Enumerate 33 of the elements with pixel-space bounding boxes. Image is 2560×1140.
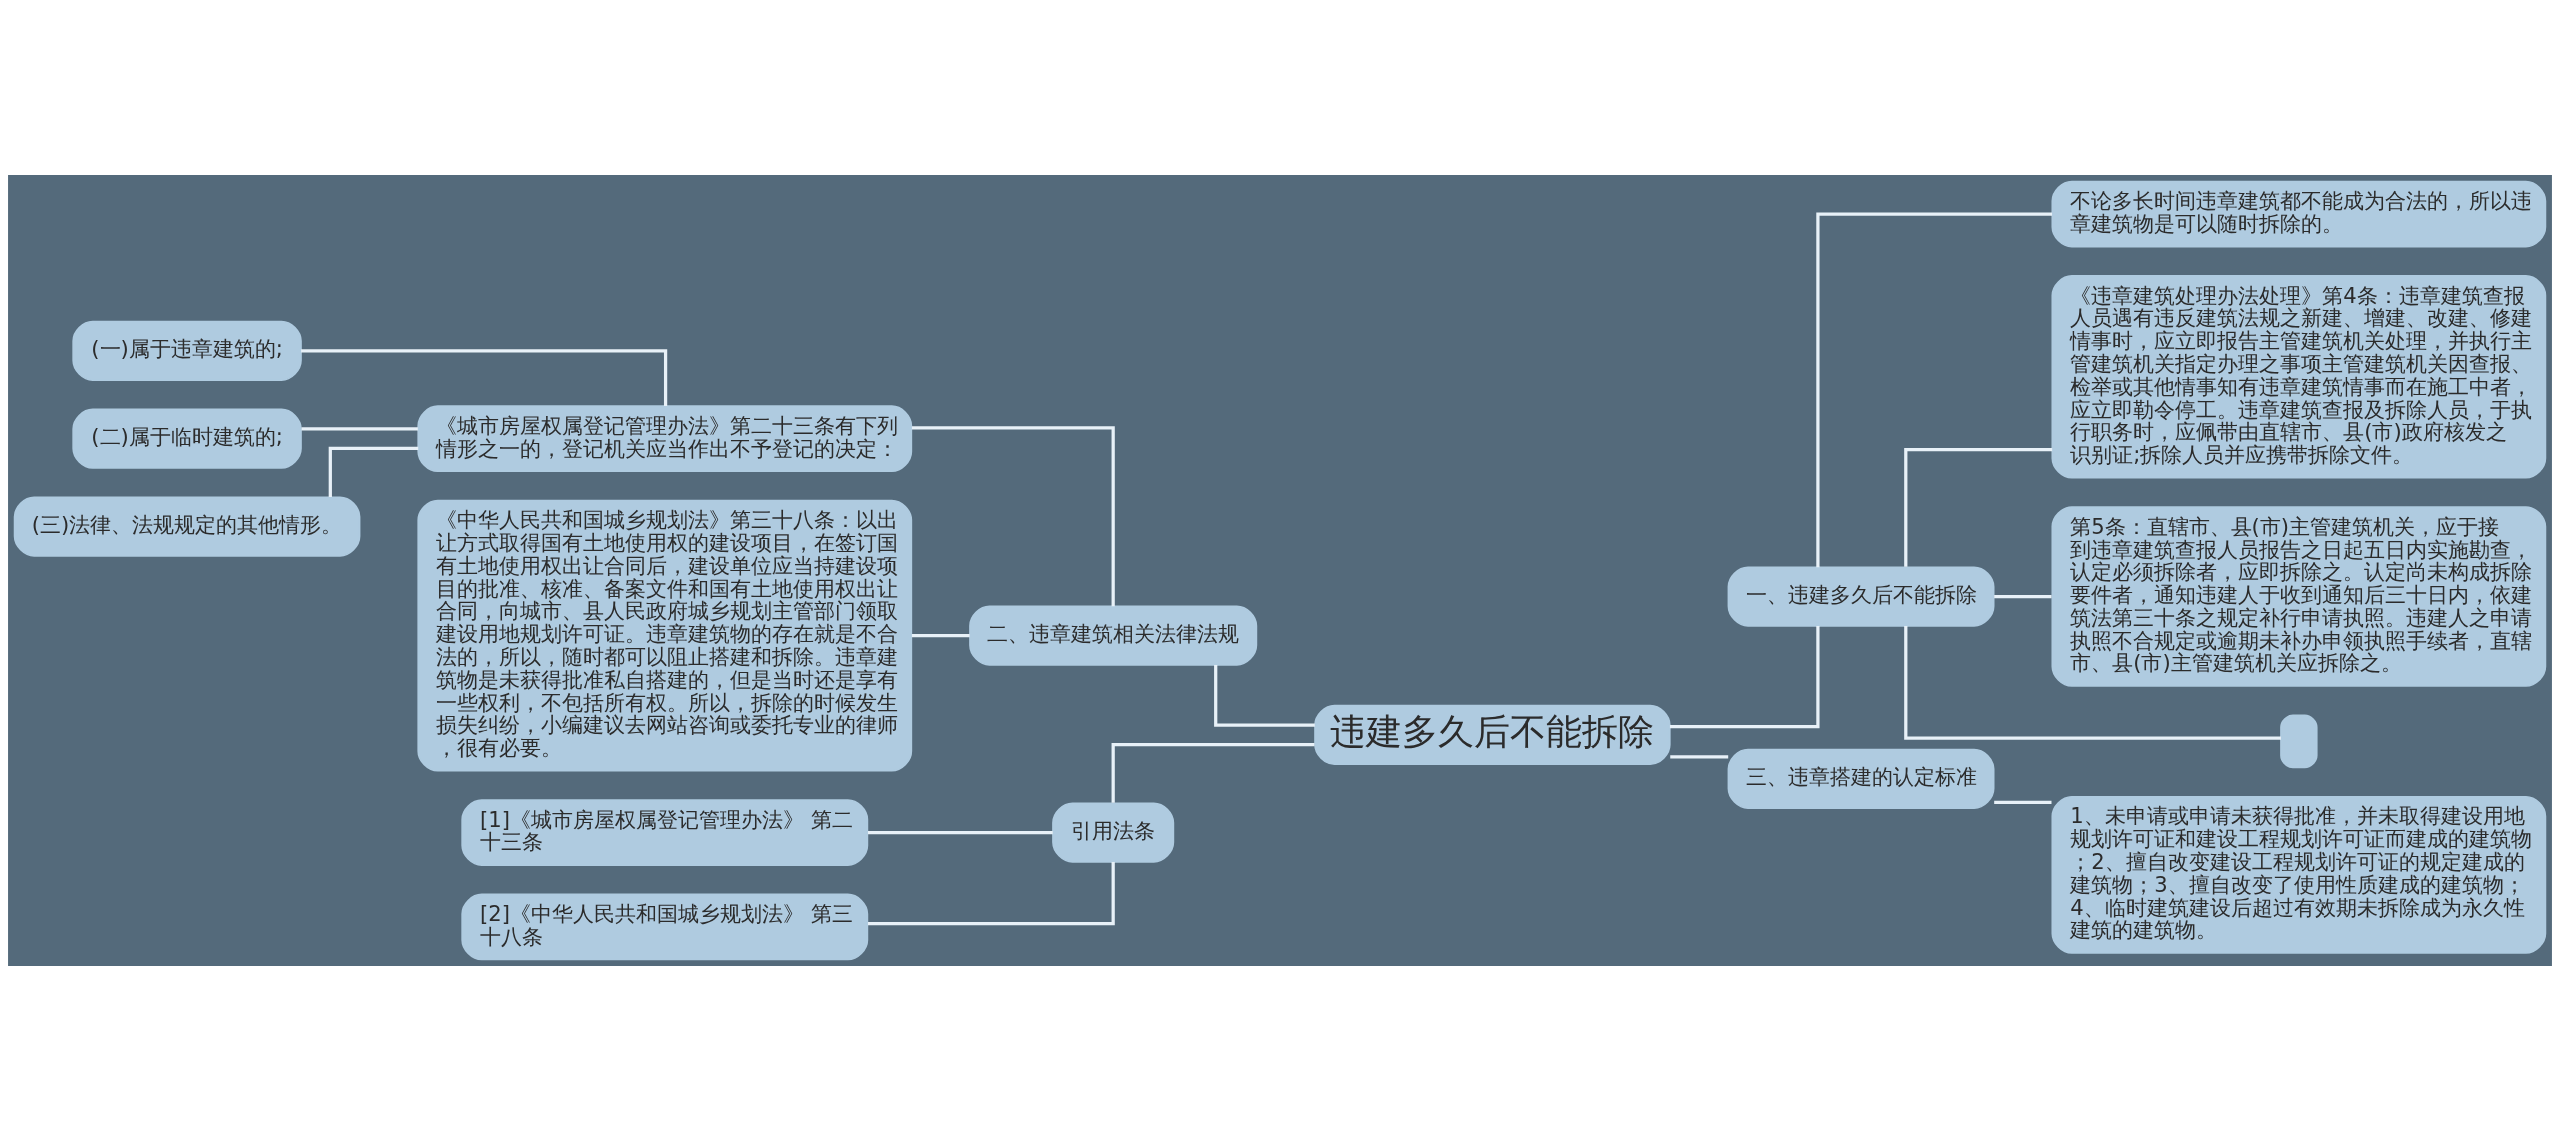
node-box: 二、违章建筑相关法律法规 [969, 605, 1258, 666]
connector [868, 861, 1115, 925]
connector [1669, 625, 1820, 728]
node-box: (一)属于违章建筑的; [72, 320, 302, 381]
node-box: 引用法条 [1052, 801, 1175, 863]
connector [301, 348, 668, 406]
connector [1111, 742, 1315, 803]
connector [911, 633, 970, 637]
connector [911, 425, 1115, 606]
node-box: 《城市房屋权属登记管理办法》第二十三条有下列情形之一的，登记机关应当作出不予登记的决定： [417, 404, 913, 472]
node-box [2280, 714, 2318, 768]
node-box: 不论多长时间违章建筑都不能成为合法的，所以违章建筑物是可以随时拆除的。 [2051, 180, 2547, 247]
node-box: 三、违章搭建的认定标准 [1727, 748, 1995, 809]
node-box: (三)法律、法规规定的其他情形。 [13, 495, 361, 557]
node-box: 一、违建多久后不能拆除 [1727, 565, 1995, 627]
node-box: 1、未申请或申请未获得批准，并未取得建设用地规划许可证和建设工程规划许可证而建成的建筑物；2、擅自改变建设工程规划许可证的规定建成的建筑物；3、擅自改变了使用性质建成的建筑物；4、临时建筑建设后超过有效期未拆除成为永久性建筑的建筑物。 [2051, 795, 2547, 954]
connector [1670, 754, 1729, 758]
connector [301, 426, 418, 431]
connector [328, 446, 419, 497]
connector [1904, 447, 2053, 567]
node-box: [1]《城市房屋权属登记管理办法》 第二十三条 [461, 798, 869, 866]
node-box: 《中华人民共和国城乡规划法》第三十八条：以出让方式取得国有土地使用权的建设项目，在签订国有土地使用权出让合同后，建设单位应当持建设项目的批准、核准、备案文件和国有土地使用权出让合同，向城市、县人民政府城乡规划主管部门领取建设用地规划许可证。违章建筑物的存在就是不合法的，所以，随时都可以阻止搭建和拆除。违章建筑物是未获得批准私自搭建的，但是当时还是享有一些权利，不包括所有权。所以，拆除的时候发生损失纠纷，小编建议去网站咨询或委托专业的律师，很有必要。 [417, 499, 913, 771]
connector [868, 830, 1053, 834]
connector [1904, 625, 2281, 740]
connector [1994, 800, 2052, 804]
connector [1994, 594, 2052, 598]
node-box: 违建多久后不能拆除 [1314, 704, 1671, 765]
connector [1816, 211, 2053, 567]
connector [1214, 664, 1315, 727]
node-box: 第5条：直辖市、县(市)主管建筑机关，应于接到违章建筑查报人员报告之日起五日内实施勘查，认定必须拆除者，应即拆除之。认定尚未构成拆除要件者，通知违建人于收到通知后三十日内，依建筑法第三十条之规定补行申请执照。违建人之申请执照不合规定或逾期未补办申领执照手续者，直辖市、县(市)主管建筑机关应拆除之。 [2051, 505, 2547, 687]
node-box: (二)属于临时建筑的; [72, 408, 302, 469]
node-box: 《违章建筑处理办法处理》第4条：违章建筑查报人员遇有违反建筑法规之新建、增建、改建、修建情事时，应立即报告主管建筑机关处理，并执行主管建筑机关指定办理之事项主管建筑机关因查报、检举或其他情事知有违章建筑情事而在施工中者，应立即勒令停工。违章建筑查报及拆除人员，于执行职务时，应佩带由直辖市、县(市)政府核发之识别证;拆除人员并应携带拆除文件。 [2051, 274, 2547, 479]
node-box: [2]《中华人民共和国城乡规划法》 第三十八条 [461, 893, 869, 960]
